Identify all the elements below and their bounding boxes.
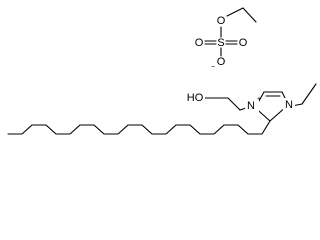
negative-charge-label: − [211, 64, 215, 71]
n-plus-label-mask [245, 98, 259, 112]
anionic-oxygen-label: O [217, 56, 226, 68]
chemical-structure-canvas: O S O O O − N + N HO [7, 7, 317, 135]
n-ethyl-bond-2 [301, 83, 317, 105]
positive-charge-label: + [257, 96, 261, 103]
hydroxyl-label-mask [185, 91, 205, 105]
ether-oxygen-label: O [217, 15, 226, 27]
hydroxyl-label: HO [187, 92, 204, 104]
hydroxyethyl-bond-2 [227, 97, 241, 111]
structure-drawing: O S O O O − N + N HO [7, 7, 317, 135]
ethyl-sulfate-anion: O S O O O − [195, 7, 257, 71]
double-oxygen-left-label: O [195, 37, 204, 49]
heptadecyl-chain [7, 120, 271, 135]
double-oxygen-right-label: O [239, 37, 248, 49]
ethyl-to-oxygen-bond [226, 7, 244, 17]
ethyl-terminal-bond [242, 7, 257, 23]
ring-n-label: N [285, 99, 293, 111]
imidazolium-cation: N + N HO [7, 83, 317, 135]
ring-n-plus-label: N [247, 100, 255, 112]
sulfur-label: S [217, 37, 224, 49]
n-label-mask [283, 98, 295, 112]
